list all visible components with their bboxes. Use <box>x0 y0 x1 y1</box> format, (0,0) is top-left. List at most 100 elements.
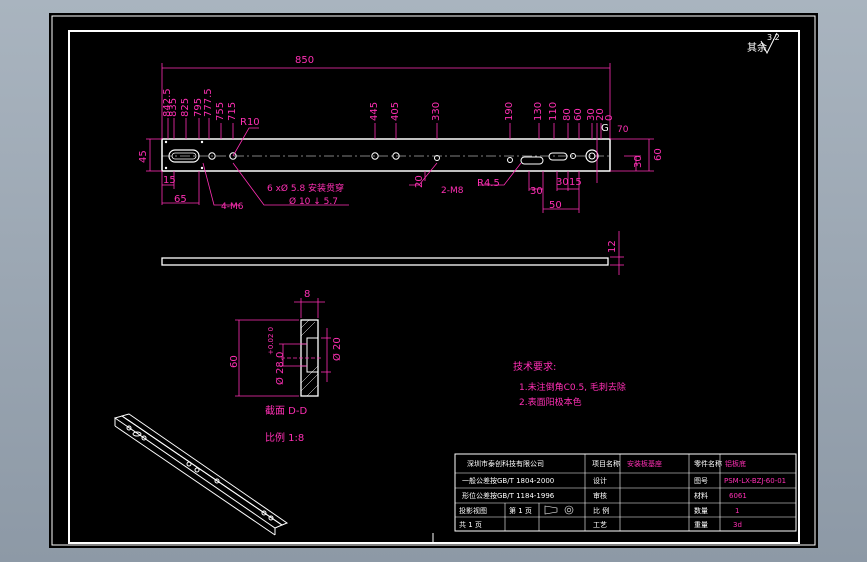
plan-view <box>161 138 611 172</box>
section-d-d: 8 60 Ø 20 Ø 28.0 +0.02 0 截面 D-D 比例 1:8 <box>229 289 343 444</box>
title-block: 深圳市泰创科技有限公司 一般公差按GB/T 1804-2000 形位公差按GB/… <box>454 453 797 532</box>
dim-15-b: 15 <box>569 177 582 188</box>
end-hole <box>585 149 599 163</box>
end-hole-inner <box>588 152 596 160</box>
sec-dim-d20: Ø 20 <box>331 337 343 361</box>
tb-page: 共 1 页 <box>459 520 482 529</box>
sec-dim-d28: Ø 28.0 <box>274 352 286 385</box>
tech-req-2: 2.表面阳极本色 <box>519 396 582 408</box>
dim-405: 405 <box>390 102 401 121</box>
tb-material: 6061 <box>729 492 747 500</box>
drawing-sheet: 其余 3.2 <box>49 13 818 548</box>
hole-note-b: Ø 10 ↓ 5.7 <box>289 196 338 207</box>
dim-850: 850 <box>295 55 314 66</box>
dim-65: 65 <box>174 194 187 205</box>
dim-30-b: 30 <box>556 177 569 188</box>
tap-4-m6: 4-M6 <box>221 202 244 212</box>
right-slot <box>548 152 568 161</box>
tech-req-1: 1.未注倒角C0.5, 毛刺去除 <box>519 381 626 393</box>
tb-proj-view: 投影视图 <box>459 506 487 515</box>
dim-835: 835 <box>168 98 179 117</box>
misc-dimension-labels: R10 45 60 30 70 G 15 65 20 30 30 15 50 R… <box>138 117 664 253</box>
tb-proc: 工艺 <box>593 521 607 529</box>
tb-ratio: 比 例 <box>593 506 609 515</box>
dim-755: 755 <box>215 102 226 121</box>
dim-825: 825 <box>180 98 191 117</box>
section-bore <box>306 337 319 373</box>
tb-part-value: 铝板底 <box>725 459 746 468</box>
hole <box>392 152 400 160</box>
tb-company: 深圳市泰创科技有限公司 <box>467 459 544 468</box>
dim-30: 30 <box>586 108 597 121</box>
side-view-bar <box>161 257 609 266</box>
tb-drawn: 设计 <box>593 476 607 485</box>
dim-80: 80 <box>562 108 573 121</box>
cad-drawing: 其余 3.2 <box>51 15 816 546</box>
sec-dim-tol: +0.02 0 <box>267 327 275 355</box>
tb-drawing-no: PSM-LX-BZJ-60-01 <box>724 477 786 485</box>
dim-20-bottom: 20 <box>414 175 425 188</box>
hole <box>229 152 237 160</box>
section-title: 截面 D-D <box>265 404 307 417</box>
roughness-icon <box>760 32 778 55</box>
dim-330: 330 <box>431 102 442 121</box>
hole <box>570 153 576 159</box>
dim-110: 110 <box>548 102 559 121</box>
dim-30-right: 30 <box>633 155 644 168</box>
tap-2-m8: 2-M8 <box>441 186 464 196</box>
inner-border <box>68 30 800 544</box>
tb-qty-label: 数量 <box>694 506 708 515</box>
outer-border <box>51 15 816 546</box>
hole <box>371 152 379 160</box>
right-slot <box>520 156 544 165</box>
dim-190: 190 <box>504 102 515 121</box>
corner-hole <box>200 166 204 170</box>
hole <box>208 152 216 160</box>
roughness-label: 其余 <box>747 41 767 54</box>
dim-20: 20 <box>595 108 606 121</box>
tb-qty: 1 <box>735 507 739 515</box>
sec-dim-8: 8 <box>304 289 310 300</box>
dim-70: 70 <box>617 125 629 135</box>
tb-weight: 3d <box>733 521 742 529</box>
tb-proj-label: 项目名称 <box>592 459 620 468</box>
dim-60: 60 <box>573 108 584 121</box>
tb-std1: 一般公差按GB/T 1804-2000 <box>462 476 554 485</box>
dim-777-5: 777.5 <box>203 88 214 117</box>
dim-r4-5: R4.5 <box>477 178 500 189</box>
dim-50: 50 <box>549 200 562 211</box>
tb-part-name: 安装板基座 <box>627 459 662 468</box>
corner-hole <box>164 166 168 170</box>
section-hatch <box>300 319 319 397</box>
top-dimensions <box>146 63 654 275</box>
hole <box>434 155 440 161</box>
corner-hole <box>200 140 204 144</box>
section-body <box>300 319 319 397</box>
dim-715: 715 <box>227 102 238 121</box>
dim-30-a: 30 <box>530 186 543 197</box>
roughness-value: 3.2 <box>767 33 780 42</box>
dim-60-right: 60 <box>653 148 664 161</box>
left-slot <box>168 149 200 163</box>
dim-45: 45 <box>138 150 149 163</box>
tb-check: 审核 <box>593 491 607 500</box>
tb-drawing-label: 图号 <box>694 477 708 485</box>
projection-symbol-icon <box>544 505 574 515</box>
dim-r10: R10 <box>240 117 260 128</box>
isometric-view <box>113 413 289 536</box>
dim-445: 445 <box>369 102 380 121</box>
hole-note-a: 6 xØ 5.8 安装贯穿 <box>267 182 344 194</box>
corner-hole <box>164 140 168 144</box>
tb-material-label: 材料 <box>694 491 708 500</box>
tb-part-label: 零件名称 <box>694 459 722 468</box>
plate-outline <box>161 138 611 172</box>
g-label: G <box>601 123 609 134</box>
dim-12: 12 <box>607 240 618 253</box>
tb-std2: 形位公差按GB/T 1184-1996 <box>462 491 555 500</box>
dim-15: 15 <box>163 175 176 186</box>
dim-130: 130 <box>533 102 544 121</box>
dim-842-5: 842.5 <box>162 88 173 117</box>
tb-weight-label: 重量 <box>694 521 708 529</box>
dim-795: 795 <box>193 98 204 117</box>
top-dimension-labels: 850 842.5 835 825 795 777.5 755 715 445 … <box>162 55 615 121</box>
